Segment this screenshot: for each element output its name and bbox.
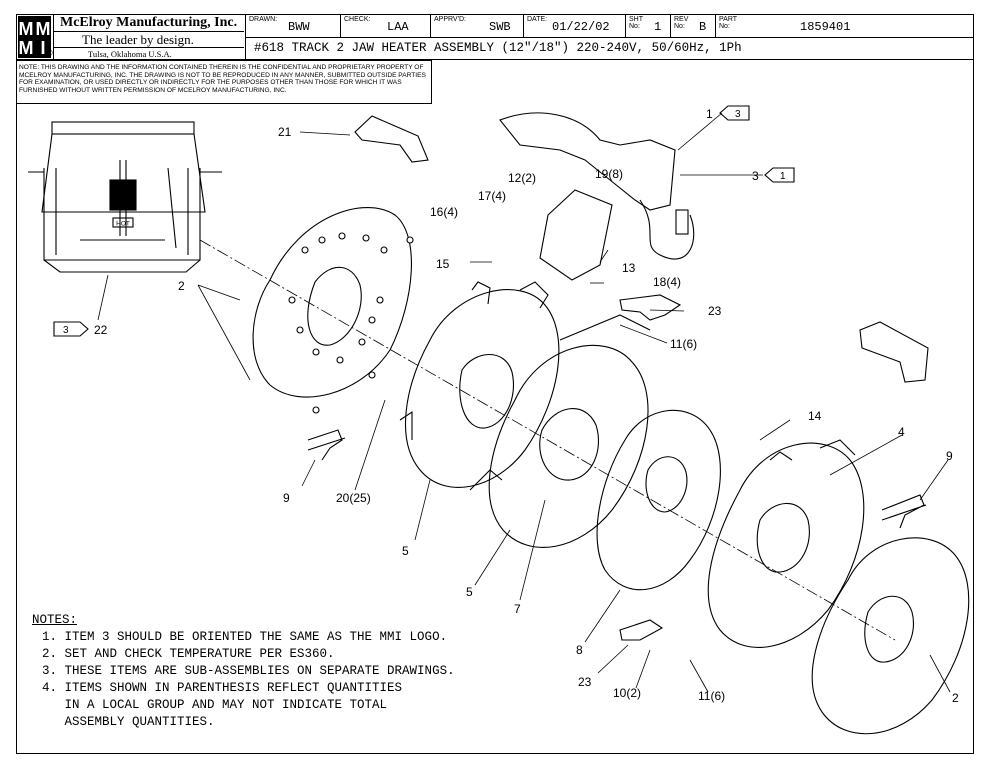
company-location: Tulsa, Oklahoma U.S.A. [88,49,172,59]
drawn-value: BWW [288,20,310,34]
rev-cell: REV No: B [671,14,716,37]
part-cell: PART No: 1859401 [716,14,974,37]
drawing-description: #618 TRACK 2 JAW HEATER ASSEMBLY (12"/18… [254,41,742,55]
callout-8: 8 [576,643,583,657]
rev-label: REV No: [674,16,689,30]
heater-handle-1 [499,112,695,260]
callout-1: 1 [706,107,713,121]
callout-11-top: 11(6) [670,337,697,351]
check-label: CHECK: [344,16,371,23]
sheet-label: SHT No: [629,16,643,30]
note-4-line-3: ASSEMBLY QUANTITIES. [42,715,215,729]
plate-6 [469,314,651,548]
callout-12: 12(2) [508,171,536,185]
mmi-logo: M M M I [16,14,54,60]
check-value: LAA [387,20,409,34]
date-label: DATE: [527,16,548,23]
callout-17: 17(4) [478,189,506,203]
note-4: 4. ITEMS SHOWN IN PARENTHESIS REFLECT QU… [42,681,403,695]
callout-2-left: 2 [178,279,185,293]
insulation-disk-8 [596,409,721,591]
assembly-centerline [199,239,896,641]
heater-plate-right [811,537,970,735]
callout-23-bottom: 23 [578,675,592,689]
title-block: McElroy Manufacturing, Inc. The leader b… [16,14,974,60]
sheet-value: 1 [654,20,662,34]
callout-7: 7 [514,602,521,616]
apprvd-label: APPRV'D: [434,16,466,23]
bracket-21 [354,115,429,163]
plate-4-right [707,439,865,648]
notes-heading: NOTES: [32,613,78,627]
callout-22-flag: 3 [63,325,69,336]
confidentiality-notice: NOTE: THIS DRAWING AND THE INFORMATION C… [16,60,432,104]
callout-23-top: 23 [708,304,722,318]
company-slogan: The leader by design. [82,32,194,47]
callout-19: 19(8) [595,167,623,181]
callout-3: 3 [752,169,759,183]
leader-lines [97,112,951,693]
bracket-top-right [859,321,929,383]
apprvd-cell: APPRV'D: SWB [431,14,524,37]
part-value: 1859401 [800,20,851,34]
callout-10: 10(2) [613,686,641,700]
heater-assembly-inset: HOT [28,121,222,273]
callout-14: 14 [808,409,822,423]
bracket-9-left [307,429,346,461]
note-1: 1. ITEM 3 SHOULD BE ORIENTED THE SAME AS… [42,630,448,644]
callout-11-bottom: 11(6) [698,689,725,703]
logo-letter-3: M [19,38,34,58]
note-4-line-2: IN A LOCAL GROUP AND MAY NOT INDICATE TO… [42,698,388,712]
sheet-cell: SHT No: 1 [626,14,671,37]
callout-15: 15 [436,257,450,271]
callout-20: 20(25) [336,491,371,505]
date-value: 01/22/02 [552,20,610,34]
drawn-cell: DRAWN: BWW [246,14,341,37]
callout-4: 4 [898,425,905,439]
company-name: McElroy Manufacturing, Inc. [60,15,238,30]
callout-5-left: 5 [402,544,409,558]
callout-9-right: 9 [946,449,953,463]
callout-22: 22 [94,323,108,337]
bracket-23-bottom [619,619,664,641]
callout-18: 18(4) [653,275,681,289]
thermostat-12 [539,189,613,281]
drawing-border [16,14,974,754]
drawn-label: DRAWN: [249,16,278,23]
bracket-9-right [881,494,927,529]
logo-letter-2: M [36,19,51,39]
callout-16: 16(4) [430,205,458,219]
logo-letter-1: M [19,19,34,39]
part-label: PART No: [719,16,737,30]
rev-value: B [699,20,707,34]
notes-block: NOTES: 1. ITEM 3 SHOULD BE ORIENTED THE … [32,612,455,731]
heater-plate-left [252,207,414,414]
callout-flags [53,105,795,337]
logo-letter-4: I [40,38,45,58]
bracket-23-top [619,294,682,321]
callout-9-left: 9 [283,491,290,505]
apprvd-value: SWB [489,20,511,34]
callout-13: 13 [622,261,636,275]
callout-3-flag: 1 [780,171,786,182]
callout-21: 21 [278,125,292,139]
plate-5-left [399,281,560,488]
callout-2-right: 2 [952,691,959,705]
date-cell: DATE: 01/22/02 [524,14,626,37]
callout-1-flag: 3 [735,109,741,120]
callout-5-center: 5 [466,585,473,599]
hot-label: HOT [116,221,130,228]
note-2: 2. SET AND CHECK TEMPERATURE PER ES360. [42,647,335,661]
check-cell: CHECK: LAA [341,14,431,37]
note-3: 3. THESE ITEMS ARE SUB-ASSEMBLIES ON SEP… [42,664,455,678]
